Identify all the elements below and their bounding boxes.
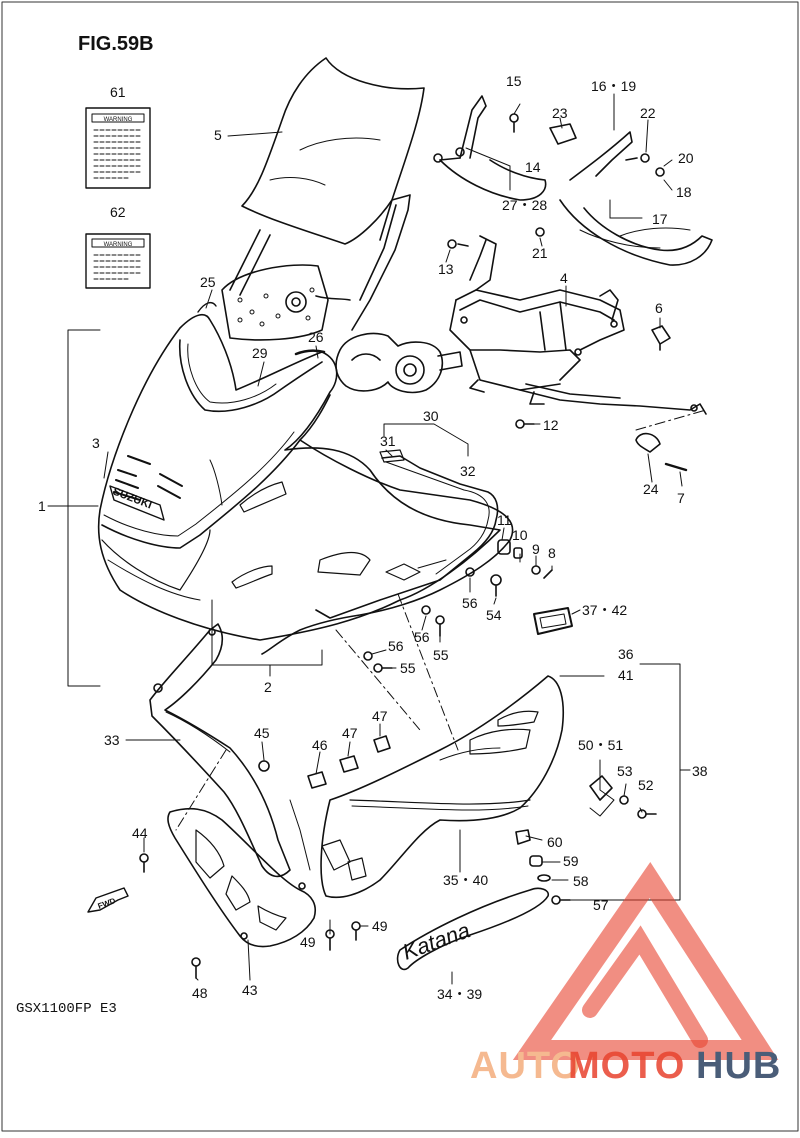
katana-text: Katana: [399, 917, 473, 964]
callout-32: 32: [460, 463, 476, 479]
callout-15: 15: [506, 73, 522, 89]
callout-1: 1: [38, 498, 46, 514]
callout-50-51: 50・51: [578, 737, 623, 753]
suzuki-emblem: SUZUKI: [109, 485, 165, 521]
callout-36: 36: [618, 646, 634, 662]
callout-12: 12: [543, 417, 559, 433]
warning-label-62: WARNING: [85, 233, 151, 289]
callout-38: 38: [692, 763, 708, 779]
callout-44: 44: [132, 825, 148, 841]
watermark-logo: AUTO MOTO HUB: [470, 862, 781, 1087]
callout-29: 29: [252, 345, 268, 361]
callout-56b: 56: [414, 629, 430, 645]
warning-label-61: WARNING: [85, 107, 151, 189]
callout-61: 61: [110, 84, 126, 100]
callout-43: 43: [242, 982, 258, 998]
leader-lines: [47, 93, 691, 985]
fwd-arrow-icon: FWD: [87, 887, 129, 913]
warning-text-61: WARNING: [104, 117, 133, 123]
watermark-part1: AUTO: [470, 1045, 581, 1087]
callout-49b: 49: [372, 918, 388, 934]
callout-labels: 1 2 3 4 5 6 7 8 9 10 11 12 13 14 15 16・1…: [38, 73, 708, 1002]
callout-46: 46: [312, 737, 328, 753]
callout-4: 4: [560, 270, 568, 286]
callout-24: 24: [643, 481, 659, 497]
callout-10: 10: [512, 527, 528, 543]
under-cowl: [289, 675, 564, 899]
callout-55a: 55: [433, 647, 449, 663]
callout-47a: 47: [342, 725, 358, 741]
callout-26: 26: [308, 329, 324, 345]
callout-11: 11: [497, 512, 512, 528]
callout-59: 59: [563, 853, 579, 869]
callout-55b: 55: [400, 660, 416, 676]
callout-27-28: 27・28: [502, 197, 547, 213]
figure-title: FIG.59B: [78, 33, 154, 55]
callout-47b: 47: [372, 708, 388, 724]
callout-13: 13: [438, 261, 454, 277]
fairing-bracket-frame: [449, 235, 707, 415]
inner-panel: [261, 439, 514, 655]
callout-30: 30: [423, 408, 439, 424]
callout-41: 41: [618, 667, 634, 683]
callout-48: 48: [192, 985, 208, 1001]
callout-2: 2: [264, 679, 272, 695]
callout-52: 52: [638, 777, 654, 793]
callout-17: 17: [652, 211, 668, 227]
headlight-motor: [335, 332, 463, 394]
katana-emblem: Katana: [396, 887, 550, 971]
callout-3: 3: [92, 435, 100, 451]
callout-37-42: 37・42: [582, 602, 627, 618]
callout-60: 60: [547, 834, 563, 850]
callout-49a: 49: [300, 934, 316, 950]
callout-31: 31: [380, 433, 396, 449]
callout-21: 21: [532, 245, 548, 261]
center-lines: [175, 409, 707, 831]
watermark-part2: MOTO: [568, 1045, 685, 1087]
model-code: GSX1100FP E3: [16, 1001, 117, 1017]
trim-rail: [315, 449, 499, 619]
callout-23: 23: [552, 105, 568, 121]
callout-53: 53: [617, 763, 633, 779]
callout-5: 5: [214, 127, 222, 143]
watermark-part3: HUB: [696, 1045, 781, 1087]
upper-fairing: [97, 313, 501, 641]
callout-25: 25: [200, 274, 216, 290]
callout-45: 45: [254, 725, 270, 741]
headlight-stay: [221, 194, 411, 341]
callout-8: 8: [548, 545, 556, 561]
callout-16-19: 16・19: [591, 78, 636, 94]
callout-56c: 56: [388, 638, 404, 654]
callout-18: 18: [676, 184, 692, 200]
callout-6: 6: [655, 300, 663, 316]
callout-9: 9: [532, 541, 540, 557]
callout-56a: 56: [462, 595, 478, 611]
callout-7: 7: [677, 490, 685, 506]
callout-22: 22: [640, 105, 656, 121]
callout-58: 58: [573, 873, 589, 889]
lower-inner-cowl: [149, 623, 316, 948]
hardware-parts: [139, 325, 688, 979]
callout-34-39: 34・39: [437, 986, 482, 1002]
callout-54: 54: [486, 607, 502, 623]
callout-62: 62: [110, 204, 126, 220]
callout-33: 33: [104, 732, 120, 748]
callout-35-40: 35・40: [443, 872, 488, 888]
warning-text-62: WARNING: [104, 242, 133, 248]
callout-20: 20: [678, 150, 694, 166]
fwd-text: FWD: [97, 896, 117, 911]
callout-14: 14: [525, 159, 541, 175]
windscreen: [241, 57, 425, 245]
callout-57: 57: [593, 897, 609, 913]
mirror-brackets: [433, 95, 713, 266]
